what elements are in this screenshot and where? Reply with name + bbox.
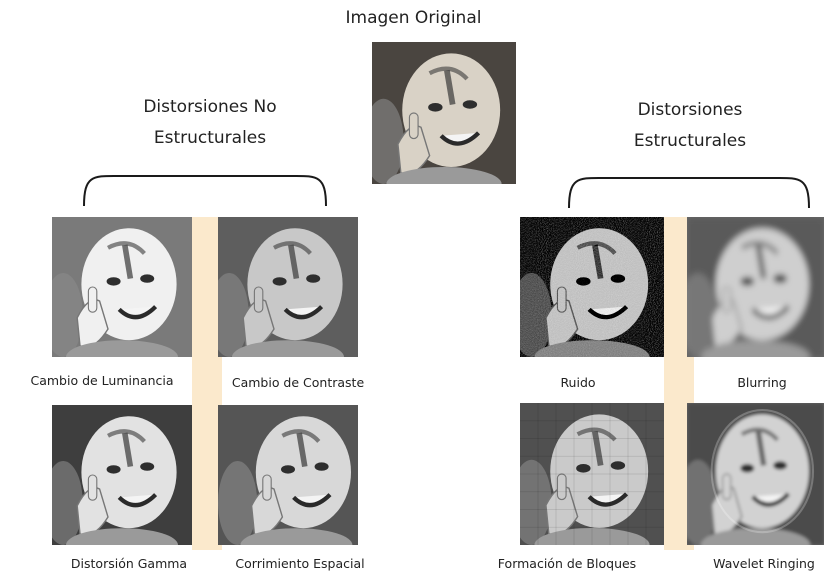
image-gamma	[52, 405, 192, 545]
original-image	[372, 42, 516, 184]
caption-luminance: Cambio de Luminancia	[30, 373, 174, 388]
non-structural-title-line2: Estructurales	[153, 128, 267, 148]
structural-bracket	[568, 176, 810, 209]
caption-blocking: Formación de Bloques	[497, 556, 637, 571]
image-ringing	[687, 403, 824, 545]
caption-shift: Corrimiento Espacial	[235, 556, 365, 571]
non-structural-title-line1: Distorsiones No	[143, 97, 277, 117]
non-structural-bracket	[83, 174, 327, 207]
structural-title-line1: Distorsiones	[637, 100, 743, 120]
image-shift	[218, 405, 358, 545]
image-blur	[687, 217, 824, 357]
image-luminance	[52, 217, 192, 357]
structural-title-line2: Estructurales	[633, 131, 747, 151]
caption-noise: Ruido	[560, 375, 596, 390]
caption-blur: Blurring	[737, 375, 787, 390]
image-blocking	[520, 403, 664, 545]
caption-ringing: Wavelet Ringing	[713, 556, 815, 571]
original-title: Imagen Original	[345, 8, 482, 28]
caption-gamma: Distorsión Gamma	[70, 556, 188, 571]
image-noise	[520, 217, 664, 357]
caption-contrast: Cambio de Contraste	[231, 375, 365, 390]
separator-non-structural	[192, 217, 222, 550]
image-contrast	[218, 217, 358, 357]
